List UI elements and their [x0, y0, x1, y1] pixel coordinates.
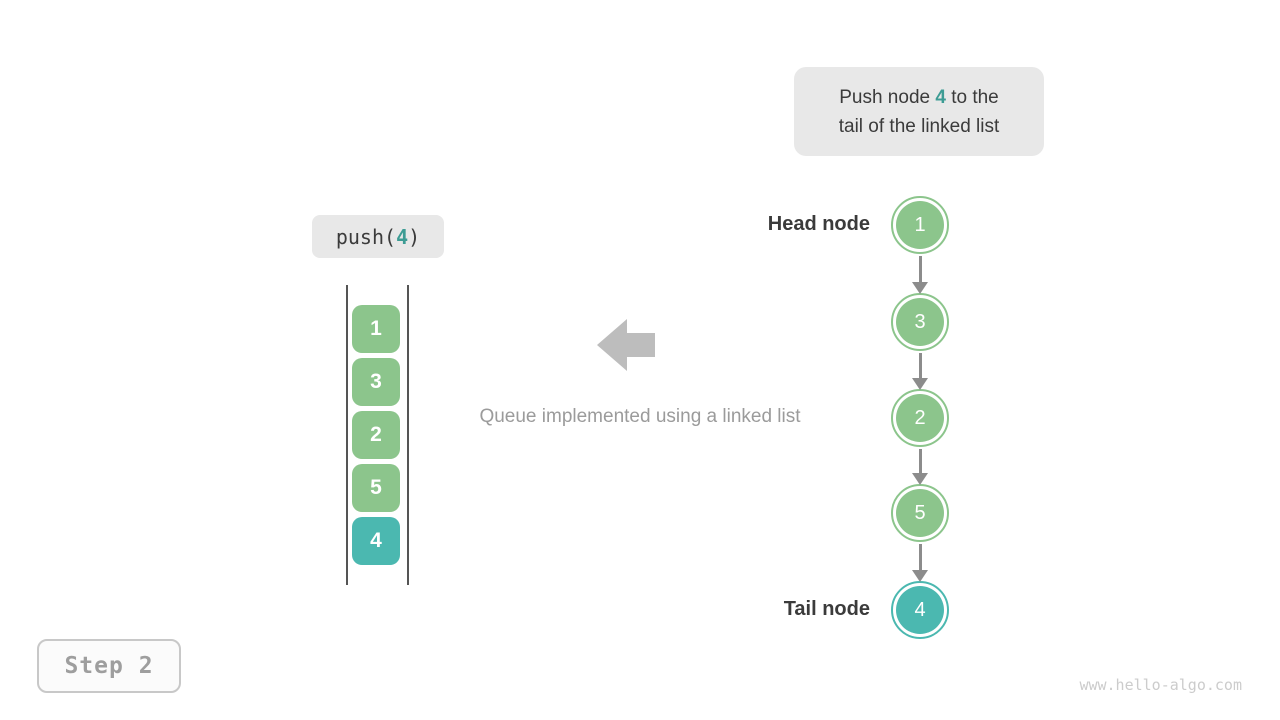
list-node: 2	[891, 389, 949, 447]
queue-container-left-wall	[346, 285, 348, 585]
down-arrow-icon	[912, 544, 929, 582]
queue-container-right-wall	[407, 285, 409, 585]
step-badge: Step 2	[37, 639, 181, 693]
queue-items-column: 1 3 2 5 4	[352, 305, 400, 565]
push-arg-value: 4	[396, 224, 409, 249]
list-node-value: 5	[896, 489, 944, 537]
list-node-value: 2	[896, 394, 944, 442]
list-node: 3	[891, 293, 949, 351]
list-node: 5	[891, 484, 949, 542]
diagram-caption: Queue implemented using a linked list	[479, 406, 801, 427]
tail-node-label: Tail node	[783, 598, 870, 620]
list-node-value: 4	[896, 586, 944, 634]
list-node: 1	[891, 196, 949, 254]
left-block-arrow-icon	[597, 319, 655, 371]
list-node-tail-pushed: 4	[891, 581, 949, 639]
down-arrow-icon	[912, 353, 929, 390]
down-arrow-icon	[912, 256, 929, 294]
push-operation-label: push(4)	[312, 215, 444, 258]
queue-item: 5	[352, 464, 400, 512]
head-node-label: Head node	[767, 213, 870, 235]
list-node-value: 1	[896, 201, 944, 249]
list-node-value: 3	[896, 298, 944, 346]
watermark-url: www.hello-algo.com	[1079, 676, 1242, 694]
down-arrow-icon	[912, 449, 929, 485]
queue-item: 3	[352, 358, 400, 406]
queue-item: 1	[352, 305, 400, 353]
queue-item: 2	[352, 411, 400, 459]
queue-item-pushed: 4	[352, 517, 400, 565]
callout-highlight-value: 4	[935, 86, 946, 108]
